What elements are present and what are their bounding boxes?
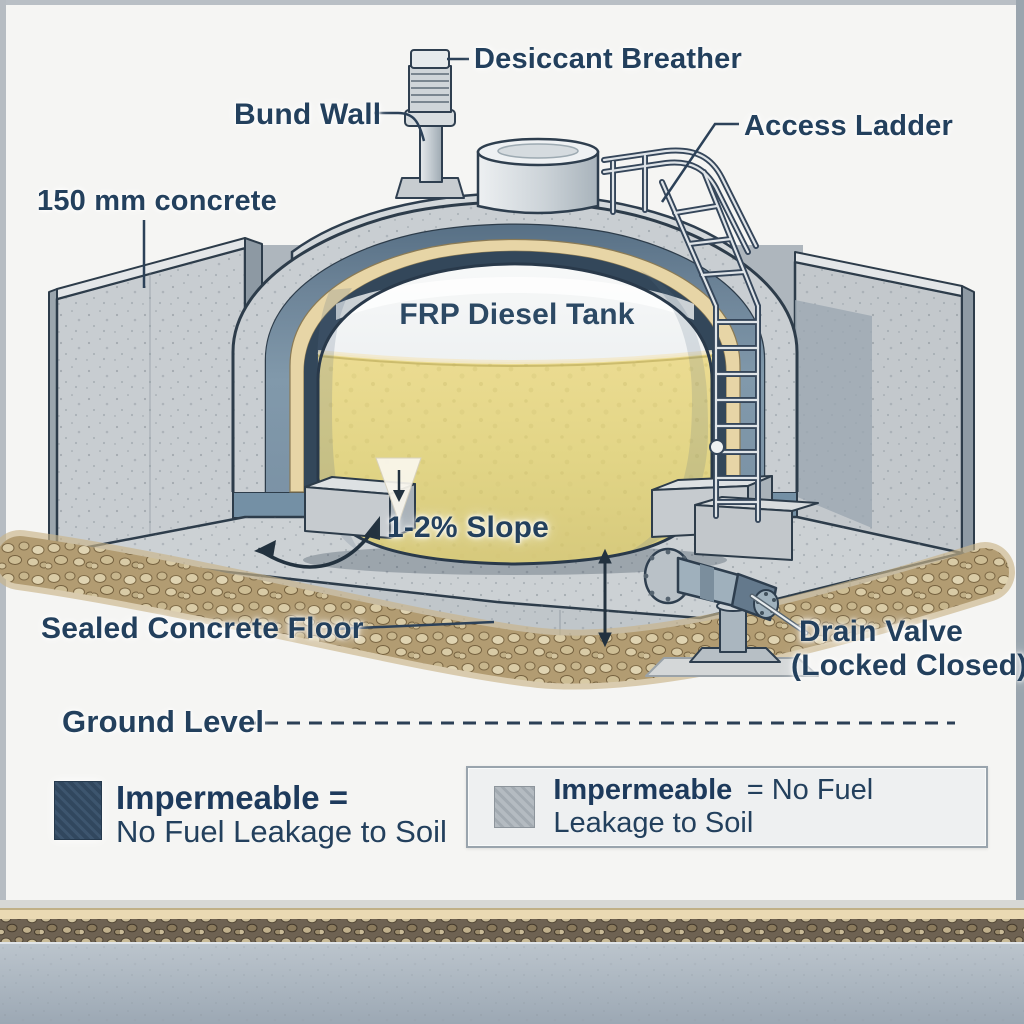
label-slope: 1-2% Slope <box>386 511 550 544</box>
slab-dimension-arrow <box>598 548 612 648</box>
legend-left-definition: No Fuel Leakage to Soil <box>116 814 447 849</box>
legend-right-term: Impermeable <box>553 774 733 806</box>
label-drain-valve: Drain Valve (Locked Closed) <box>791 615 1024 683</box>
left-bund-wall <box>48 237 263 559</box>
frp-diesel-tank <box>316 262 714 566</box>
label-concrete-thickness: 150 mm concrete <box>37 185 277 217</box>
gravel-bed <box>0 530 1015 690</box>
label-bund-wall: Bund Wall <box>234 98 382 131</box>
access-ladder <box>604 150 758 520</box>
label-ground-level: Ground Level <box>62 704 265 739</box>
legend-right-text: Impermeable = No Fuel Leakage to Soil <box>553 774 986 840</box>
impermeable-gray-swatch <box>494 786 536 828</box>
label-access-ladder: Access Ladder <box>744 110 953 142</box>
manhole-nozzle <box>476 137 600 215</box>
legend-impermeable-right: Impermeable = No Fuel Leakage to Soil <box>466 766 988 848</box>
legend-left-text: Impermeable = No Fuel Leakage to Soil <box>116 779 447 849</box>
legend-right-definition: = No Fuel Leakage to Soil <box>553 774 874 839</box>
right-bund-wall <box>793 251 975 566</box>
impermeable-dark-swatch <box>54 781 102 840</box>
drain-valve <box>643 547 819 677</box>
slope-arrow <box>254 457 422 569</box>
label-desiccant-breather: Desiccant Breather <box>474 43 742 75</box>
leader-lines <box>142 57 739 631</box>
label-drain-valve-name: Drain Valve <box>799 615 963 648</box>
label-frp-diesel-tank: FRP Diesel Tank <box>399 298 635 331</box>
ground-strips <box>0 900 1024 1024</box>
label-sealed-floor: Sealed Concrete Floor <box>41 612 364 645</box>
tank-support-blocks <box>304 475 819 561</box>
legend-left-term: Impermeable = <box>116 779 349 816</box>
desiccant-breather <box>395 49 465 199</box>
legend-impermeable-left: Impermeable = No Fuel Leakage to Soil <box>54 781 447 848</box>
label-drain-valve-state: (Locked Closed) <box>791 649 1024 682</box>
